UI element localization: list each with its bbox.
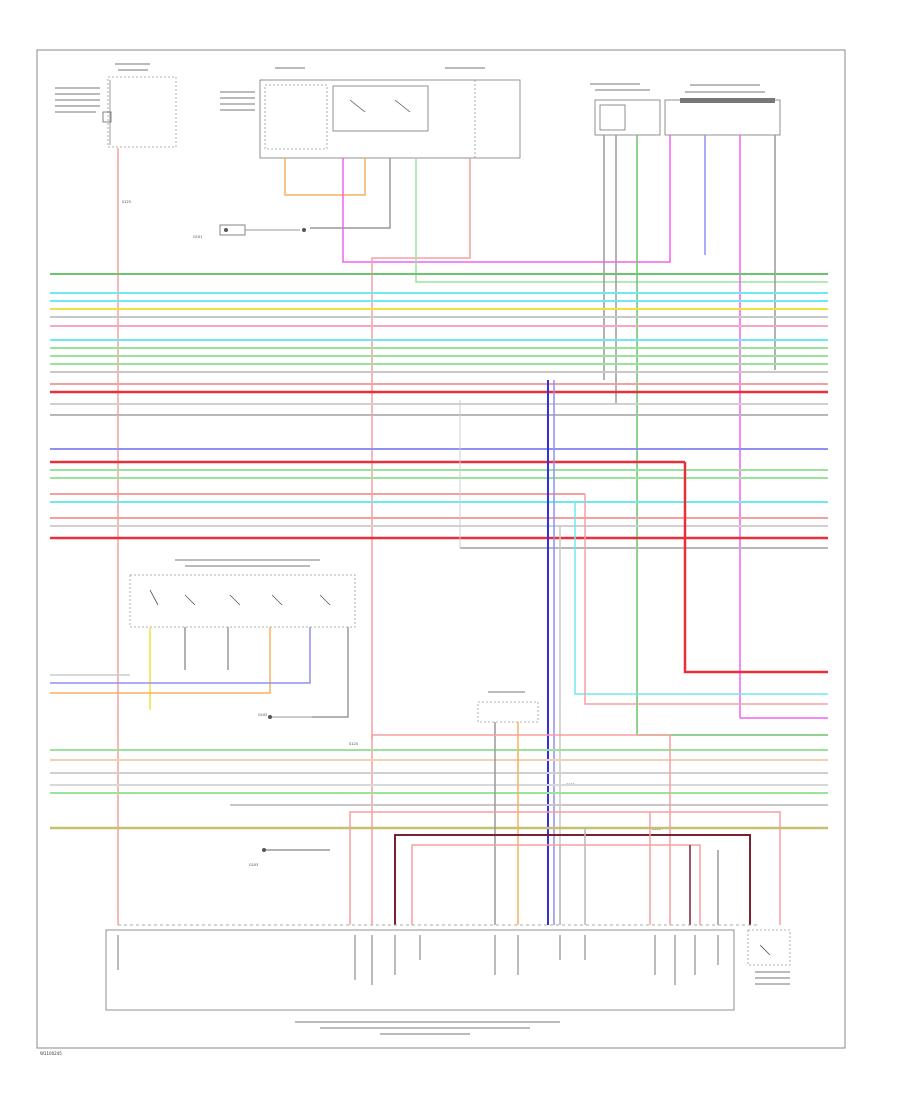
right-side-component: [747, 929, 791, 985]
sensor-block: [477, 691, 539, 925]
module-pin-labels: [117, 935, 719, 985]
module-feed-wires: [264, 734, 781, 925]
ground-label-g103: G103: [249, 863, 258, 867]
harness-bus-group-3: [50, 749, 828, 830]
harness-bus-group-1: [50, 273, 828, 416]
ground-symbol-mid: [268, 715, 312, 719]
relay-box-center: [220, 67, 521, 159]
text-block-left: [55, 63, 150, 113]
control-module: [105, 924, 760, 1035]
ground-symbol-top: [219, 224, 306, 236]
fuse-junction-right-2: [664, 84, 781, 136]
connector-label-s123: S123: [122, 200, 131, 204]
connector-label-s124: S124: [349, 742, 359, 746]
top-left-fuse-box: [102, 76, 177, 148]
switch-assembly: [129, 559, 356, 628]
fuse-junction-right-1: [590, 83, 661, 136]
diagram-frame: [36, 49, 846, 1049]
ground-symbol-low: [262, 848, 266, 852]
top-vertical-wires: [117, 135, 828, 925]
switch-wires: [50, 627, 349, 718]
ground-label-g102: G102: [258, 713, 267, 717]
harness-bus-group-2: [50, 448, 828, 549]
ground-label-g101: G101: [193, 235, 202, 239]
figure-code: W1100245: [40, 1051, 62, 1056]
